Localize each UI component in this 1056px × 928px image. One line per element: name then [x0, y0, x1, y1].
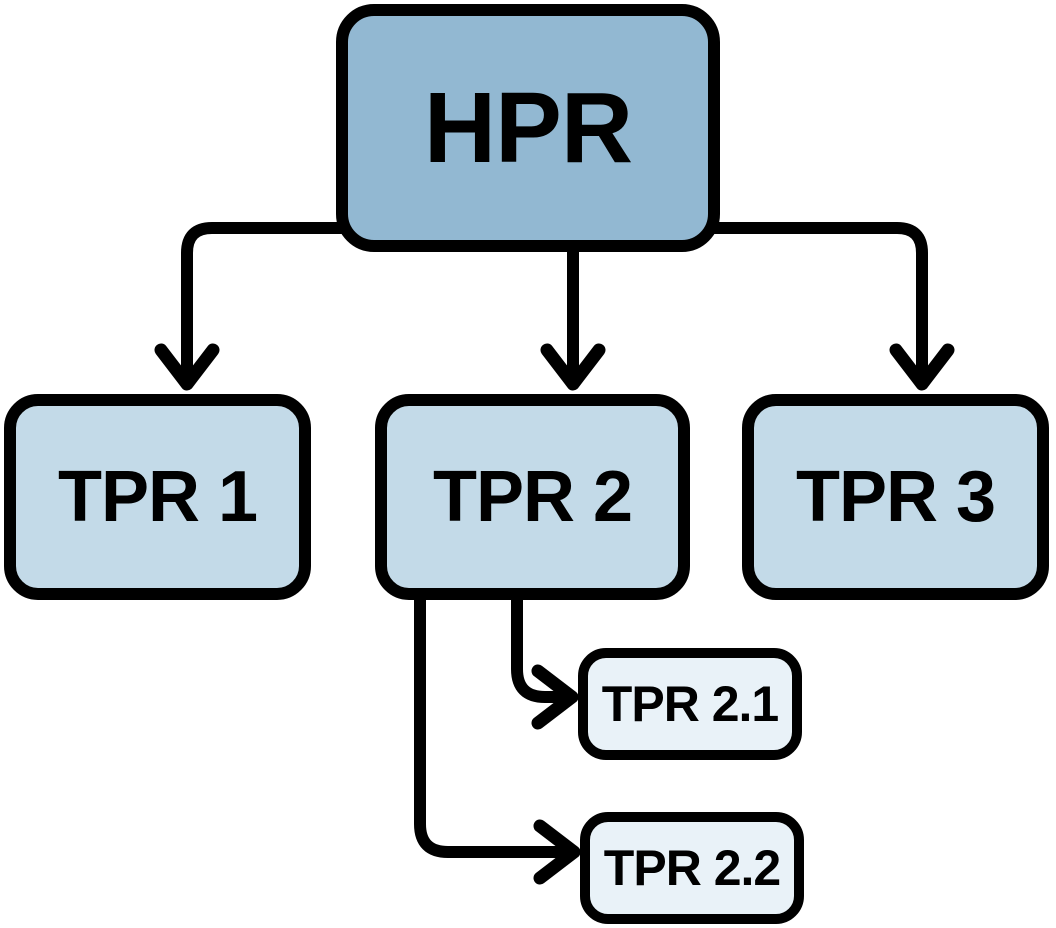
arrowhead-tpr2-tpr21 [531, 664, 579, 730]
node-label: HPR [423, 71, 633, 184]
node-hpr: HPR [336, 4, 720, 252]
node-label: TPR 2.1 [601, 676, 779, 732]
connector-hpr-tpr1 [181, 222, 358, 376]
node-label: TPR 3 [795, 457, 996, 537]
arrowhead-hpr-tpr2 [540, 343, 606, 391]
connector-tpr2-tpr21 [511, 584, 564, 703]
node-tpr3: TPR 3 [742, 394, 1049, 600]
node-tpr2-2: TPR 2.2 [580, 812, 804, 924]
node-tpr1: TPR 1 [4, 394, 311, 600]
node-label: TPR 2.2 [603, 840, 781, 896]
node-label: TPR 1 [57, 457, 258, 537]
connector-hpr-tpr3 [700, 222, 928, 376]
arrowhead-hpr-tpr3 [889, 343, 955, 391]
connector-tpr2-tpr22 [414, 584, 566, 858]
node-label: TPR 2 [432, 457, 633, 537]
arrowhead-hpr-tpr1 [154, 343, 220, 391]
arrowhead-tpr2-tpr22 [533, 819, 581, 885]
node-tpr2: TPR 2 [375, 394, 690, 600]
node-tpr2-1: TPR 2.1 [578, 648, 802, 760]
